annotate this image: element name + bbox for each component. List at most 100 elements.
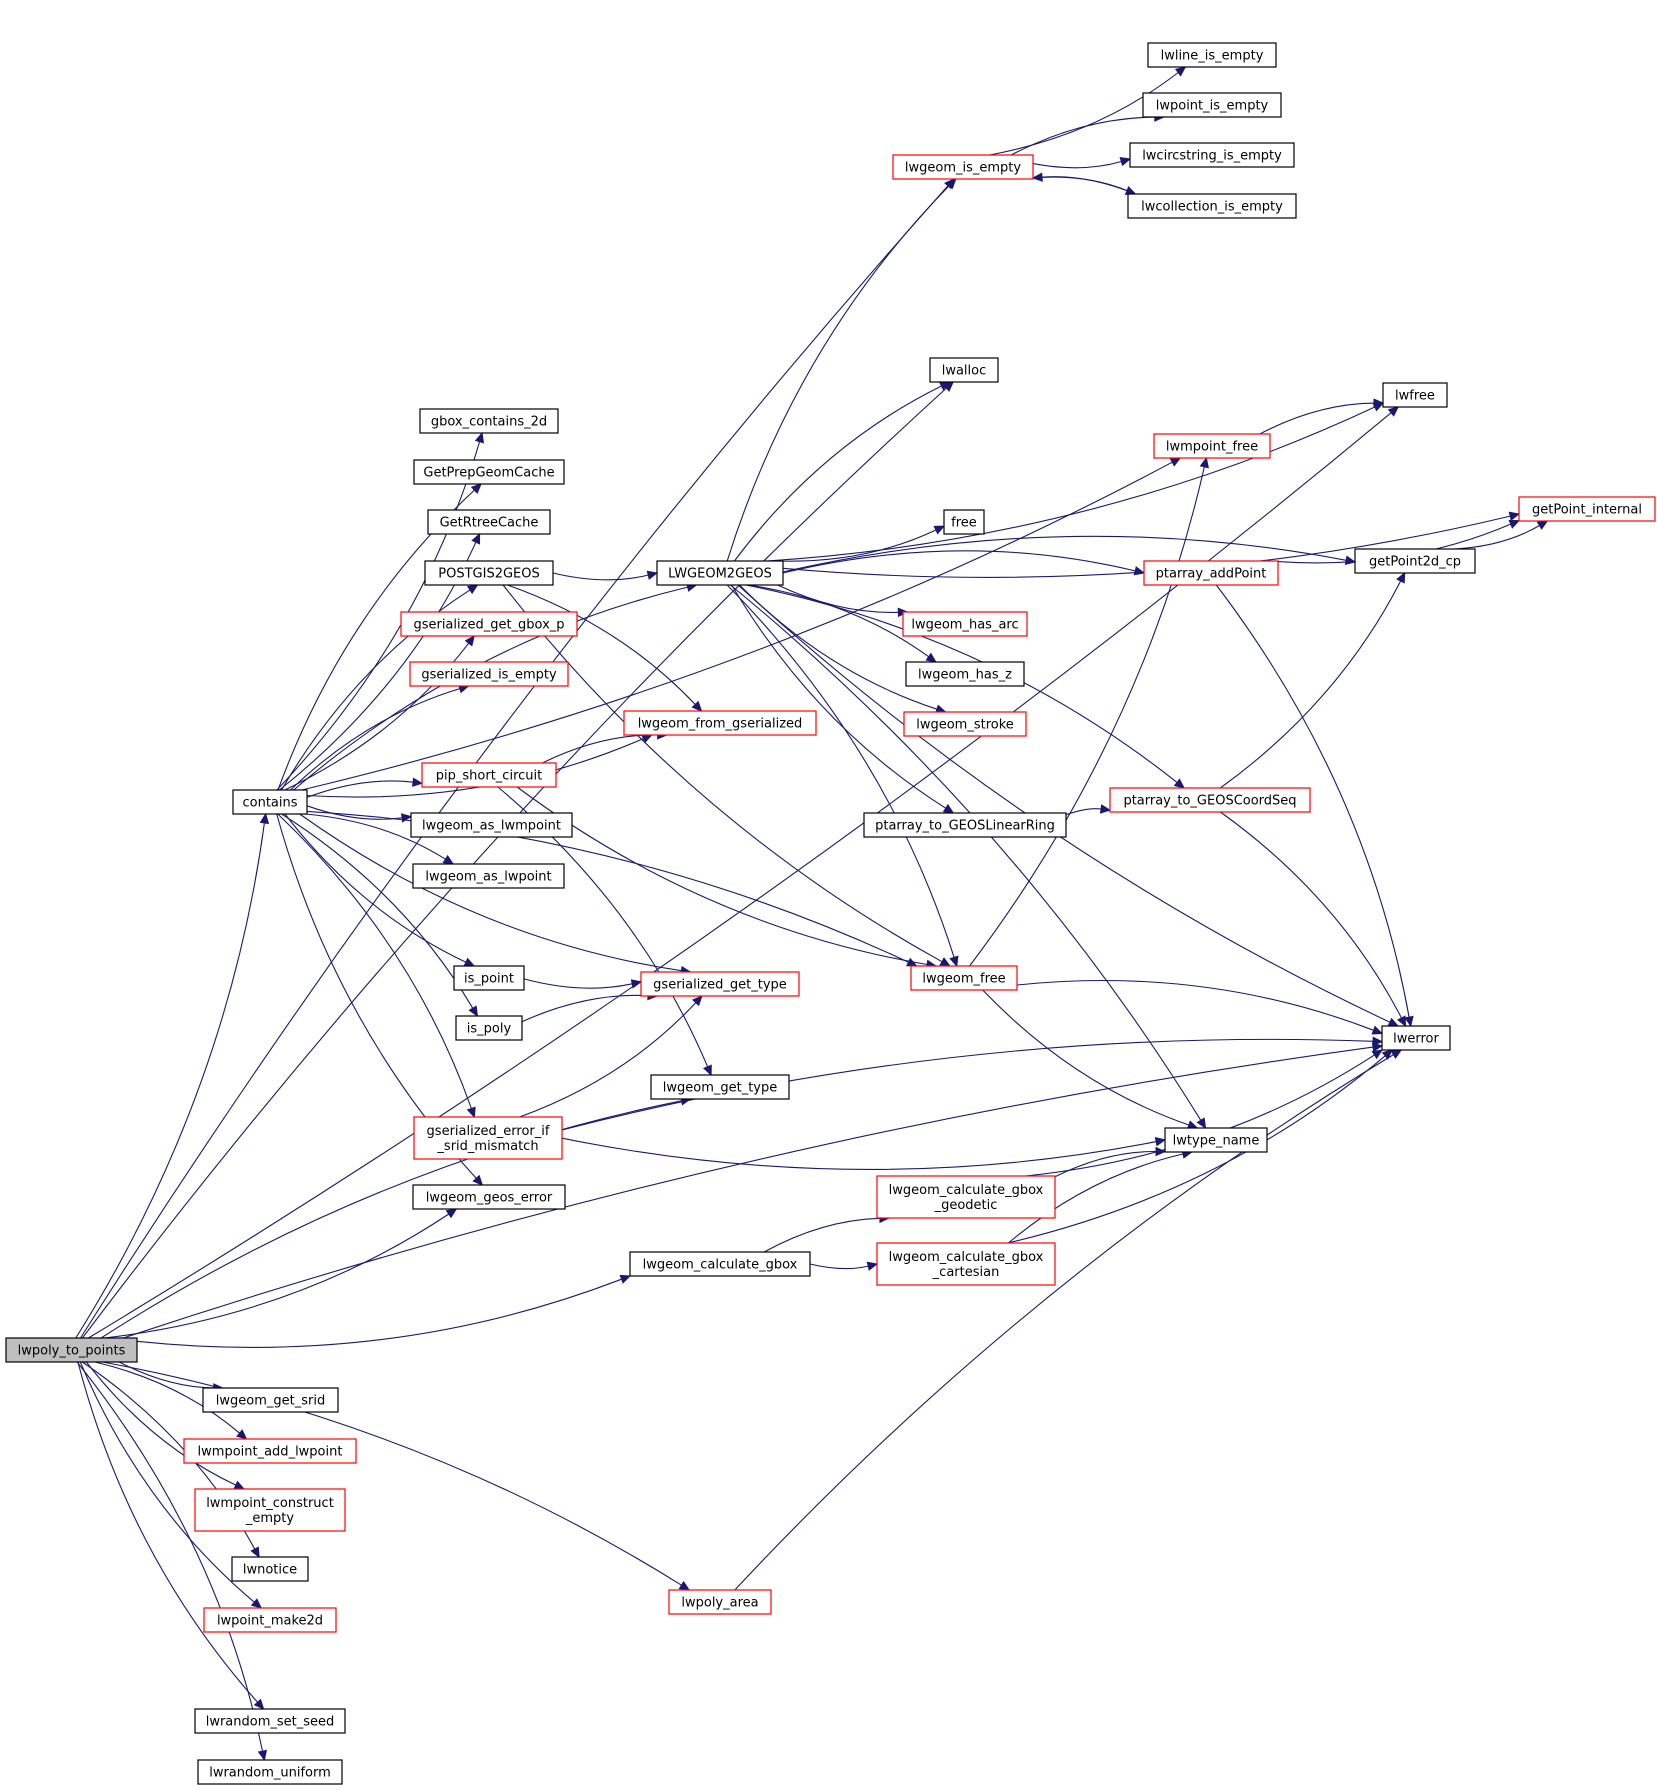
node-lwgeom_calculate_gbox[interactable]: lwgeom_calculate_gbox [629, 1251, 811, 1277]
node-gserialized_is_empty[interactable]: gserialized_is_empty [409, 661, 569, 687]
node-box[interactable] [876, 1175, 1056, 1219]
node-box[interactable] [424, 560, 554, 586]
node-lwline_is_empty[interactable]: lwline_is_empty [1147, 42, 1277, 68]
node-lwgeom_has_z[interactable]: lwgeom_has_z [905, 661, 1025, 687]
node-box[interactable] [1142, 92, 1282, 118]
node-box[interactable] [656, 560, 784, 586]
node-contains[interactable]: contains [232, 789, 308, 815]
node-pip_short_circuit[interactable]: pip_short_circuit [421, 762, 557, 788]
node-box[interactable] [410, 812, 573, 838]
node-box[interactable] [1127, 193, 1297, 219]
node-box[interactable] [413, 1116, 563, 1160]
node-box[interactable] [455, 1015, 523, 1041]
node-lwgeom_as_lwmpoint[interactable]: lwgeom_as_lwmpoint [410, 812, 573, 838]
node-box[interactable] [231, 1556, 309, 1582]
node-box[interactable] [194, 1488, 346, 1532]
node-box[interactable] [863, 812, 1067, 838]
node-getPoint2d_cp[interactable]: getPoint2d_cp [1354, 548, 1476, 574]
node-lwrandom_uniform[interactable]: lwrandom_uniform [197, 1759, 343, 1785]
node-lwmpoint_construct_empty[interactable]: lwmpoint_construct_empty [194, 1488, 346, 1532]
node-ptarray_addPoint[interactable]: ptarray_addPoint [1143, 560, 1279, 586]
node-gserialized_error_if_srid_mismatch[interactable]: gserialized_error_if_srid_mismatch [413, 1116, 563, 1160]
node-lwpoint_make2d[interactable]: lwpoint_make2d [203, 1607, 337, 1633]
node-lwpoly_to_points[interactable]: lwpoly_to_points [5, 1337, 138, 1363]
node-box[interactable] [902, 611, 1028, 637]
node-box[interactable] [668, 1589, 772, 1615]
node-lwgeom_has_arc[interactable]: lwgeom_has_arc [902, 611, 1028, 637]
node-ptarray_to_GEOSCoordSeq[interactable]: ptarray_to_GEOSCoordSeq [1109, 787, 1311, 813]
node-lwpoint_is_empty[interactable]: lwpoint_is_empty [1142, 92, 1282, 118]
node-box[interactable] [203, 1607, 337, 1633]
node-lwcollection_is_empty[interactable]: lwcollection_is_empty [1127, 193, 1297, 219]
node-box[interactable] [412, 1184, 566, 1210]
node-lwgeom_is_empty[interactable]: lwgeom_is_empty [892, 154, 1034, 180]
node-box[interactable] [1109, 787, 1311, 813]
node-box[interactable] [409, 661, 569, 687]
node-box[interactable] [903, 711, 1027, 737]
node-box[interactable] [892, 154, 1034, 180]
node-lwnotice[interactable]: lwnotice [231, 1556, 309, 1582]
node-box[interactable] [640, 971, 800, 997]
node-lwgeom_stroke[interactable]: lwgeom_stroke [903, 711, 1027, 737]
node-lwalloc[interactable]: lwalloc [929, 357, 999, 383]
node-ptarray_to_GEOSLinearRing[interactable]: ptarray_to_GEOSLinearRing [863, 812, 1067, 838]
node-lwmpoint_free[interactable]: lwmpoint_free [1153, 433, 1271, 459]
node-box[interactable] [421, 762, 557, 788]
node-box[interactable] [194, 1708, 346, 1734]
node-box[interactable] [202, 1387, 339, 1413]
node-lwgeom_as_lwpoint[interactable]: lwgeom_as_lwpoint [412, 863, 565, 889]
node-box[interactable] [629, 1251, 811, 1277]
node-box[interactable] [623, 710, 817, 736]
node-box[interactable] [197, 1759, 343, 1785]
node-box[interactable] [943, 509, 985, 535]
node-POSTGIS2GEOS[interactable]: POSTGIS2GEOS [424, 560, 554, 586]
node-box[interactable] [1381, 1025, 1451, 1051]
node-GetPrepGeomCache[interactable]: GetPrepGeomCache [413, 459, 565, 485]
node-box[interactable] [232, 789, 308, 815]
node-box[interactable] [1147, 42, 1277, 68]
node-lwmpoint_add_lwpoint[interactable]: lwmpoint_add_lwpoint [183, 1438, 357, 1464]
node-lwrandom_set_seed[interactable]: lwrandom_set_seed [194, 1708, 346, 1734]
node-box[interactable] [427, 509, 551, 535]
node-free[interactable]: free [943, 509, 985, 535]
node-box[interactable] [650, 1074, 790, 1100]
node-box[interactable] [400, 611, 578, 637]
node-box[interactable] [1382, 382, 1448, 408]
node-lwcircstring_is_empty[interactable]: lwcircstring_is_empty [1129, 142, 1295, 168]
node-box[interactable] [419, 408, 559, 434]
node-lwgeom_geos_error[interactable]: lwgeom_geos_error [412, 1184, 566, 1210]
node-gbox_contains_2d[interactable]: gbox_contains_2d [419, 408, 559, 434]
node-lwfree[interactable]: lwfree [1382, 382, 1448, 408]
node-box[interactable] [183, 1438, 357, 1464]
node-box[interactable] [929, 357, 999, 383]
node-box[interactable] [412, 863, 565, 889]
node-lwgeom_calculate_gbox_cartesian[interactable]: lwgeom_calculate_gbox_cartesian [876, 1242, 1056, 1286]
node-box[interactable] [413, 459, 565, 485]
node-box[interactable] [1129, 142, 1295, 168]
node-getPoint_internal[interactable]: getPoint_internal [1518, 496, 1656, 522]
node-lwgeom_get_srid[interactable]: lwgeom_get_srid [202, 1387, 339, 1413]
node-box[interactable] [1518, 496, 1656, 522]
node-box[interactable] [1143, 560, 1279, 586]
node-box[interactable] [453, 965, 525, 991]
node-lwerror[interactable]: lwerror [1381, 1025, 1451, 1051]
node-box[interactable] [876, 1242, 1056, 1286]
node-is_point[interactable]: is_point [453, 965, 525, 991]
node-is_poly[interactable]: is_poly [455, 1015, 523, 1041]
node-gserialized_get_type[interactable]: gserialized_get_type [640, 971, 800, 997]
node-box[interactable] [905, 661, 1025, 687]
node-lwgeom_free[interactable]: lwgeom_free [910, 965, 1018, 991]
node-GetRtreeCache[interactable]: GetRtreeCache [427, 509, 551, 535]
node-lwpoly_area[interactable]: lwpoly_area [668, 1589, 772, 1615]
node-lwgeom_from_gserialized[interactable]: lwgeom_from_gserialized [623, 710, 817, 736]
node-box[interactable] [1164, 1127, 1268, 1153]
node-box[interactable] [910, 965, 1018, 991]
node-box[interactable] [5, 1337, 138, 1363]
node-lwgeom_calculate_gbox_geodetic[interactable]: lwgeom_calculate_gbox_geodetic [876, 1175, 1056, 1219]
node-gserialized_get_gbox_p[interactable]: gserialized_get_gbox_p [400, 611, 578, 637]
node-box[interactable] [1153, 433, 1271, 459]
node-LWGEOM2GEOS[interactable]: LWGEOM2GEOS [656, 560, 784, 586]
node-lwtype_name[interactable]: lwtype_name [1164, 1127, 1268, 1153]
node-lwgeom_get_type[interactable]: lwgeom_get_type [650, 1074, 790, 1100]
node-box[interactable] [1354, 548, 1476, 574]
